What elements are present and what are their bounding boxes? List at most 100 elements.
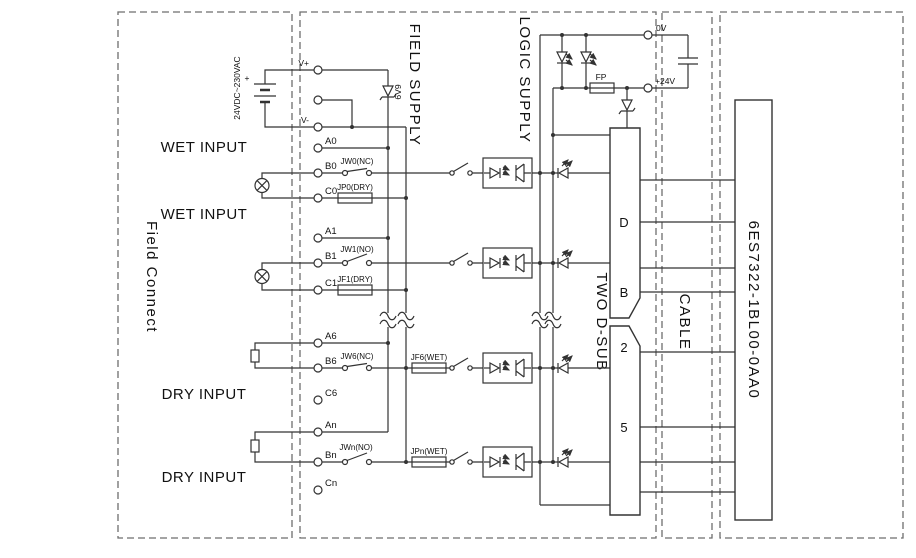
dsub-connector-bottom — [609, 325, 641, 516]
terminal-b0 — [313, 168, 323, 178]
terminal-c0 — [313, 193, 323, 203]
terminal-bn-label: Bn — [325, 450, 337, 461]
wet-input-label-1: WET INPUT — [161, 139, 248, 156]
cable-lines — [640, 179, 735, 493]
channel-group-0: A0 B0 C0 JW0(NC) JP0(DRY) — [254, 136, 610, 204]
terminal-a0-label: A0 — [325, 136, 337, 147]
terminal-a1-label: A1 — [325, 226, 337, 237]
status-led-0 — [558, 160, 572, 178]
field-resistor-n — [250, 439, 260, 453]
field-lamp-1 — [254, 268, 270, 285]
logic-supply-label: LOGIC SUPPLY — [516, 17, 533, 144]
jumper-jw6 — [341, 362, 373, 372]
terminal-cn — [313, 485, 323, 495]
optocoupler-n — [483, 447, 532, 477]
region-borders — [117, 11, 904, 539]
optocoupler-1 — [483, 248, 532, 278]
input-switch-1 — [449, 252, 473, 266]
terminal-a6-label: A6 — [325, 331, 337, 342]
status-led-6 — [558, 355, 572, 373]
terminal-an — [313, 427, 323, 437]
module-part-number: 6ES7322-1BL00-0AA0 — [745, 221, 762, 400]
terminal-b1-label: B1 — [325, 251, 337, 262]
two-dsub-label: TWO D-SUB — [593, 272, 610, 371]
input-switch-n — [449, 451, 473, 465]
v-plus-label: V+ — [298, 58, 309, 68]
terminal-b6-label: B6 — [325, 356, 337, 367]
jf6-label: JF6(WET) — [411, 353, 448, 362]
dsub-pin-2-label: 2 — [620, 340, 627, 355]
input-switch-6 — [449, 357, 473, 371]
cable-label: CABLE — [676, 294, 693, 351]
optocoupler-0 — [483, 158, 532, 188]
fp-label: FP — [596, 72, 607, 82]
terminal-a6 — [313, 338, 323, 348]
dsub-pin-5-label: 5 — [620, 420, 627, 435]
optocoupler-6 — [483, 353, 532, 383]
terminal-v-minus — [313, 122, 323, 132]
terminal-24v — [643, 83, 653, 93]
terminal-b0-label: B0 — [325, 161, 337, 172]
jumper-jw1 — [341, 253, 373, 267]
status-led-1 — [558, 250, 572, 268]
terminal-an-label: An — [325, 420, 337, 431]
fuse-jf1 — [337, 284, 373, 296]
module-block: 6ES7322-1BL00-0AA0 — [734, 99, 773, 521]
input-captions: WET INPUT WET INPUT DRY INPUT DRY INPUT — [161, 139, 248, 486]
field-lamp-0 — [254, 177, 270, 194]
logic-supply-rails — [531, 35, 610, 506]
field-supply-label: FIELD SUPPLY — [406, 24, 423, 147]
wet-input-label-2: WET INPUT — [161, 206, 248, 223]
region-labels: Field Connect FIELD SUPPLY LOGIC SUPPLY … — [143, 17, 693, 372]
jf1-label: JF1(DRY) — [337, 275, 373, 284]
terminal-c1-label: C1 — [325, 278, 337, 289]
terminal-a0 — [313, 143, 323, 153]
terminal-a1 — [313, 233, 323, 243]
battery-plus-sign: + — [245, 73, 250, 83]
main-circuit-region-border — [299, 11, 657, 539]
terminal-v-plus — [313, 65, 323, 75]
input-switch-0 — [449, 162, 473, 176]
terminal-c1 — [313, 285, 323, 295]
field-resistor-6 — [250, 349, 260, 363]
jw1-label: JW1(NO) — [340, 245, 374, 254]
channel-group-6: A6 B6 C6 JW6(NC) JF6(WET) — [250, 331, 610, 405]
v-minus-label: V- — [301, 115, 309, 125]
terminal-c6 — [313, 395, 323, 405]
fuse-jp0 — [337, 192, 373, 204]
channel-group-1: A1 B1 C1 JW1(NO) JF1(DRY) — [254, 226, 610, 296]
power-led-1 — [557, 52, 572, 65]
dsub-connector-top — [609, 127, 641, 319]
dsub-pin-b-label: B — [620, 285, 629, 300]
jumper-jw0 — [341, 167, 373, 177]
jwn-label: JWn(NO) — [339, 443, 373, 452]
cable-region-border — [661, 11, 713, 539]
fuse-jpn — [411, 456, 447, 468]
plus-24v-label: +24V — [655, 76, 675, 86]
field-power-circuit: + V+ V- 6V9 — [245, 58, 406, 132]
terminal-b6 — [313, 363, 323, 373]
terminal-bn — [313, 457, 323, 467]
channel-group-n: An Bn Cn JWn(NO) JPn(WET) — [250, 420, 610, 495]
dsub-connectors: D B 2 5 — [609, 127, 641, 516]
terminal-c6-label: C6 — [325, 388, 337, 399]
jumper-jwn — [341, 452, 373, 466]
dry-input-label-1: DRY INPUT — [162, 386, 247, 403]
module-body — [734, 99, 773, 521]
terminal-0v — [643, 30, 653, 40]
jpn-label: JPn(WET) — [411, 447, 448, 456]
status-led-n — [558, 449, 572, 467]
jp0-label: JP0(DRY) — [337, 183, 373, 192]
terminal-mid — [313, 95, 323, 105]
terminal-cn-label: Cn — [325, 478, 337, 489]
jw0-label: JW0(NC) — [341, 157, 374, 166]
module-region-border — [719, 11, 904, 539]
field-connect-label: Field Connect — [143, 221, 160, 333]
power-led-2 — [581, 52, 596, 65]
fuse-jf6 — [411, 362, 447, 374]
jw6-label: JW6(NC) — [341, 352, 374, 361]
zero-v-label: 0V — [656, 23, 667, 33]
voltage-range-label: 24VDC~230VAC — [232, 56, 242, 119]
